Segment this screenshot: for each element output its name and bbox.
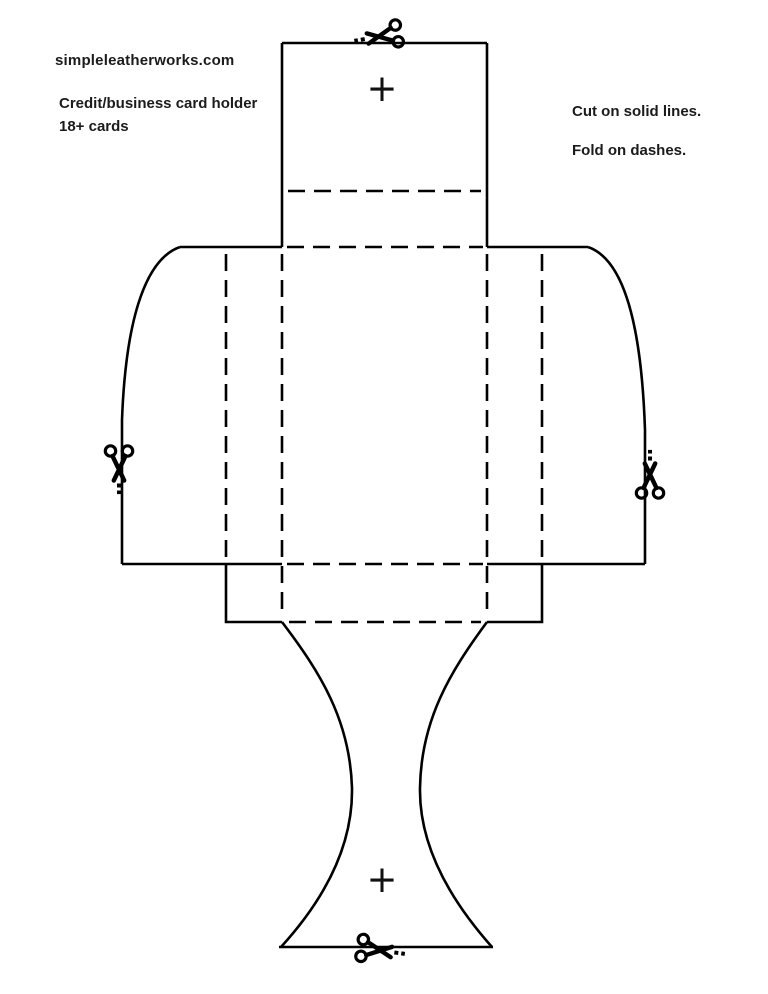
cut-lines [120,41,647,949]
cut-line-right-shoulder [587,245,647,564]
instruction-cut: Cut on solid lines. [572,103,702,120]
cut-line-right-notch [487,564,544,624]
scissors-icon-left [105,446,132,494]
instruction-fold: Fold on dashes. [572,142,687,159]
cut-line-neck-left [280,621,354,948]
instructions: Cut on solid lines. Fold on dashes. [572,103,701,181]
scissors-icon-top [352,19,404,54]
cut-line-neck-right [418,621,493,948]
cut-line-left-notch [224,564,282,624]
scissors-icon-right [636,450,663,498]
plus-mark-bottom: + [366,858,398,901]
plus-mark-top: + [366,67,398,110]
pattern-title-line1: Credit/business card holder [59,95,258,112]
scissors-icon-bottom [355,934,407,968]
pattern-title-line2: 18+ cards [59,118,129,135]
site-name: simpleleatherworks.com [55,52,235,69]
fold-lines [224,189,544,624]
cut-line-left-shoulder [120,245,181,564]
pattern-title: Credit/business card holder 18+ cards [59,92,257,138]
